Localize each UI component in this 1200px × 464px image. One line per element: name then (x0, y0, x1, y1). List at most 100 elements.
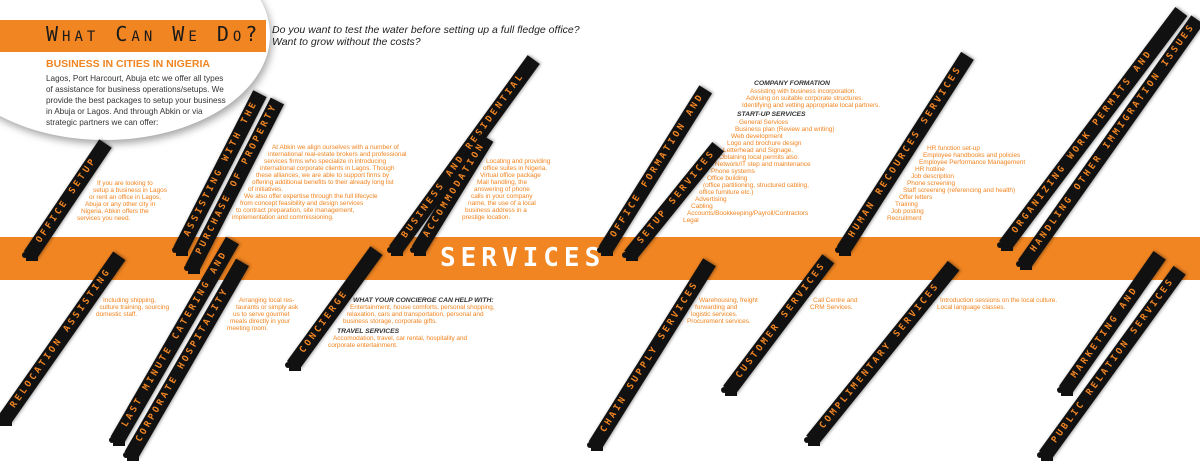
text-line: us to serve gourmet (233, 311, 290, 318)
relocation-text: Including shipping,culture training, sou… (96, 297, 169, 318)
text-line: or rent an office in Lagos, (89, 194, 161, 201)
travel-heading: TRAVEL SERVICES (337, 328, 399, 335)
puzzle-piece-icon (410, 240, 426, 256)
text-line: We also offer expertise through the full… (244, 193, 378, 200)
service-ribbon: Public relation services (1038, 265, 1186, 460)
puzzle-piece-icon (109, 430, 125, 446)
puzzle-piece-icon (387, 240, 403, 256)
text-line: Legal (683, 217, 699, 224)
text-line: Virtual office package (480, 172, 541, 179)
text-line: Local language classes. (937, 304, 1006, 311)
heading: START-UP SERVICES (737, 111, 806, 118)
text-line: Assisting with business incorporation. (750, 88, 857, 95)
text-line: office furniture etc.) (699, 189, 754, 196)
text-line: Phone screening (907, 180, 956, 187)
page-title: What Can We Do? (46, 22, 262, 46)
text-line: Employee handbooks and policies (923, 152, 1021, 159)
puzzle-piece-icon (172, 240, 188, 256)
puzzle-piece-icon (835, 240, 851, 256)
text-line: office suites in Nigeria. (483, 165, 548, 172)
text-line: Job description (911, 173, 954, 180)
text-line: logistic services. (691, 311, 738, 318)
puzzle-piece-icon (721, 380, 737, 396)
startup-heading: START-UP SERVICES (737, 111, 806, 118)
puzzle-piece-icon (597, 240, 613, 256)
text-line: from concept feasibility and design serv… (240, 200, 364, 207)
question-line: Want to grow without the costs? (272, 36, 421, 48)
puzzle-piece-icon (184, 258, 200, 274)
text-line: Offer letters (899, 194, 933, 201)
text-line: If you are looking to (97, 180, 153, 187)
service-ribbon: Complimentary services (806, 260, 960, 445)
text-line: (office partitioning, structured cabling… (703, 182, 809, 189)
puzzle-piece-icon (804, 430, 820, 446)
text-line: meals directly in your (230, 318, 290, 325)
text-line: Locating and providing (486, 158, 551, 165)
text-line: Employee Performance Management (919, 159, 1026, 166)
text-line: Including shipping, (103, 297, 156, 304)
heading: COMPANY FORMATION (754, 80, 830, 87)
text-line: Recruitment (887, 215, 922, 222)
text-line: Network/IT step and maintenance (715, 161, 811, 168)
heading: TRAVEL SERVICES (337, 328, 400, 335)
text-line: CRM Services. (810, 304, 853, 311)
text-line: corporate entertainment. (328, 342, 398, 349)
travel-text: Accomodation, travel, car rental, hospit… (328, 335, 467, 349)
service-ribbon: handling other immigration issues (1017, 14, 1200, 269)
intro-text: Lagos, Port Harcourt, Abuja etc we offer… (46, 74, 226, 127)
text-line: relaxation, cars and transportation, per… (346, 311, 484, 318)
puzzle-piece-icon (123, 445, 139, 461)
text-line: domestic staff. (96, 311, 138, 318)
puzzle-piece-icon (622, 245, 638, 261)
puzzle-piece-icon (0, 410, 12, 426)
puzzle-piece-icon (22, 245, 38, 261)
service-ribbon: Chain supply services (588, 257, 716, 449)
text-line: Web development (731, 133, 783, 140)
puzzle-piece-icon (1057, 380, 1073, 396)
text-line: Abuja or any other city in (85, 201, 156, 208)
text-line: name, the use of a local (468, 200, 536, 207)
text-line: Job posting (891, 208, 924, 215)
company-formation-heading: COMPANY FORMATION (754, 80, 830, 87)
catering-text: Arranging local res-taurants or simply a… (227, 297, 298, 332)
question-line: Do you want to test the water before set… (272, 24, 580, 36)
puzzle-piece-icon (997, 235, 1013, 251)
heading: WHAT YOUR CONCIERGE CAN HELP WITH: (353, 297, 494, 304)
services-title: SERVICES (440, 243, 606, 273)
text-line: prestige location. (462, 214, 511, 221)
text-line: implementation and commissioning. (232, 214, 334, 221)
text-line: business address in a (465, 207, 527, 214)
text-line: Office building (707, 175, 748, 182)
header-band (0, 20, 266, 52)
text-line: calls in your company (471, 193, 533, 200)
text-line: Advertising (695, 196, 727, 203)
text-line: HR hotline (915, 166, 945, 173)
text-line: Accomodation, travel, car rental, hospit… (333, 335, 468, 342)
text-line: Cabling (691, 203, 713, 210)
text-line: culture training, sourcing (99, 304, 170, 311)
puzzle-piece-icon (1037, 445, 1053, 461)
text-line: Identifying and vetting appropriate loca… (742, 102, 881, 109)
text-line: Mail handling, the (477, 179, 528, 186)
text-line: Staff screening (referencing and health) (903, 187, 1016, 194)
concierge-heading: WHAT YOUR CONCIERGE CAN HELP WITH: (353, 297, 494, 304)
text-line: Training (895, 201, 918, 208)
concierge-text: Entertainment, house comforts, personal … (343, 304, 495, 325)
text-line: meeting room. (227, 325, 268, 332)
text-line: HR function set-up (927, 145, 980, 152)
text-line: services you need. (77, 215, 131, 222)
complimentary-text: Introduction sessions on the local cultu… (937, 297, 1057, 311)
text-line: Warehousing, freight (699, 297, 758, 304)
text-line: Arranging local res- (239, 297, 295, 304)
text-line: taurants or simply ask (236, 304, 299, 311)
question-text: Do you want to test the water before set… (272, 24, 580, 48)
text-line: forwarding and (695, 304, 738, 311)
text-line: setup a business in Lagos (93, 187, 167, 194)
text-line: business storage, corporate gifts. (343, 318, 438, 325)
text-line: Business plan (Review and writing) (735, 126, 835, 133)
